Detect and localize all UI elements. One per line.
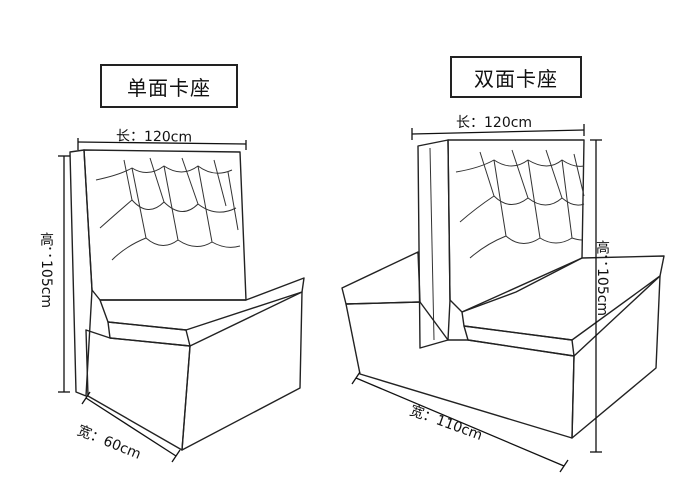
- double-right-base-side: [571, 275, 661, 439]
- double-dimension-lines: [351, 124, 602, 473]
- double-booth: [341, 139, 665, 439]
- single-backrest-side: [69, 149, 93, 397]
- double-base-front: [345, 301, 575, 439]
- single-seat-top: [99, 277, 305, 331]
- double-right-seat-top: [461, 255, 665, 341]
- double-backrest-side: [417, 139, 451, 349]
- double-title-box: 双面卡座: [450, 56, 582, 98]
- single-base-side: [181, 291, 303, 451]
- single-length-label: 长：120cm: [115, 128, 193, 146]
- single-booth: [69, 149, 305, 451]
- double-tufting: [455, 149, 585, 259]
- double-left-seat-top: [341, 251, 421, 305]
- double-length-label: 长：120cm: [456, 115, 533, 131]
- double-right-seat-front: [463, 325, 575, 357]
- single-tufting: [95, 157, 241, 261]
- single-title: 单面卡座: [127, 75, 211, 100]
- double-title: 双面卡座: [474, 66, 558, 91]
- double-height-label: 高：105cm: [594, 240, 610, 317]
- single-height-label: 高：105cm: [38, 232, 54, 309]
- single-title-box: 单面卡座: [100, 64, 238, 108]
- single-dimension-lines: [58, 138, 247, 463]
